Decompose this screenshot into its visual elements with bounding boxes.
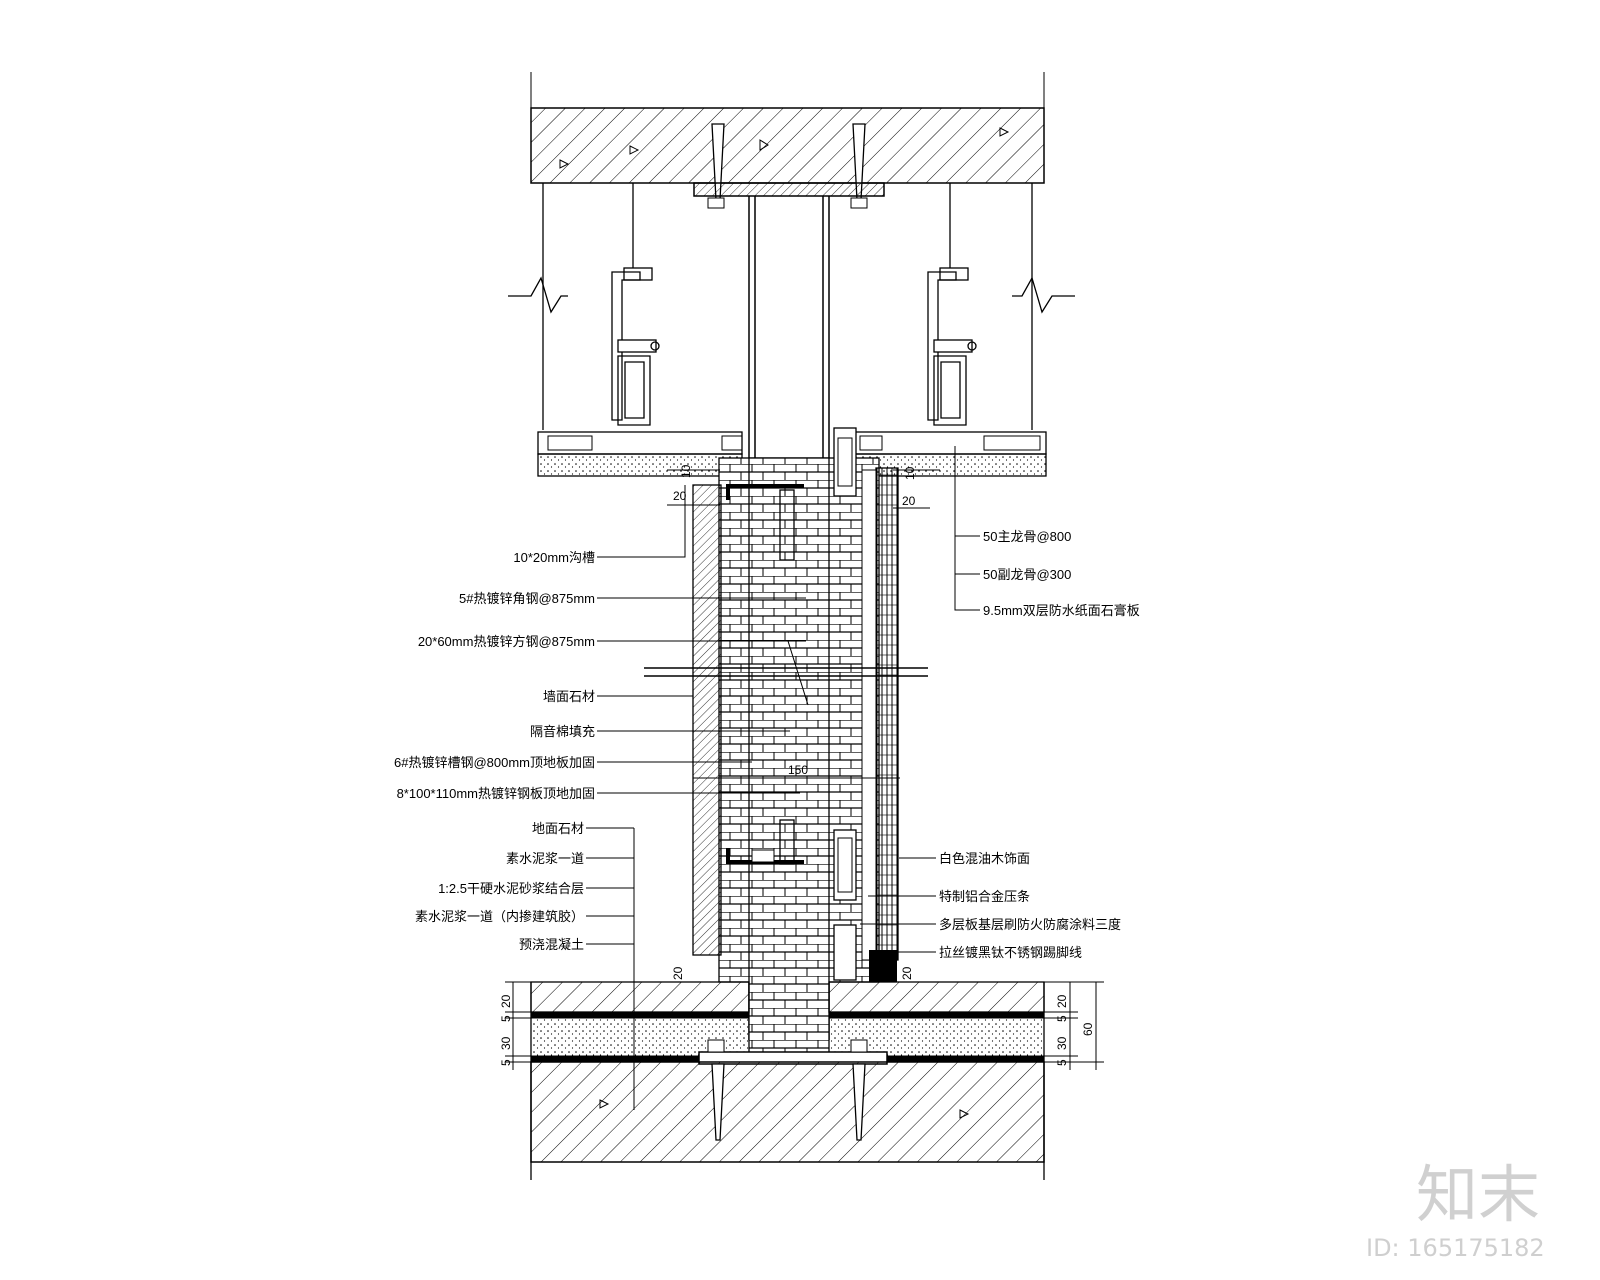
left-label-channel-steel: 6#热镀锌槽钢@800mm顶地板加固 — [394, 755, 595, 770]
right-label-plywood-base: 多层板基层刷防火防腐涂料三度 — [939, 917, 1121, 932]
left-label-floor-stone: 地面石材 — [532, 821, 584, 836]
left-label-cement-slurry: 素水泥浆一道 — [506, 851, 584, 866]
floor-layers — [530, 981, 1045, 1180]
watermark: 知末 ID: 165175182 — [1366, 1158, 1545, 1262]
dim-top-right-20: 20 — [902, 494, 916, 508]
ceiling-keel-left — [542, 183, 660, 430]
right-label-gypsum-board: 9.5mm双层防水纸面石膏板 — [983, 603, 1140, 618]
leader-lines — [586, 446, 980, 1110]
left-label-steel-plate: 8*100*110mm热镀锌钢板顶地加固 — [397, 786, 595, 801]
dim-floor-right-5b: 5 — [1055, 1059, 1069, 1066]
dim-center-150: 150 — [788, 763, 808, 777]
right-label-sub-keel: 50副龙骨@300 — [983, 567, 1071, 582]
dim-floor-right-20: 20 — [1055, 994, 1069, 1008]
dim-top-left-20: 20 — [673, 489, 687, 503]
dim-floor-right-30: 30 — [1055, 1036, 1069, 1050]
dim-floor-left-5b: 5 — [499, 1059, 513, 1066]
right-label-aluminum-strip: 特制铝合金压条 — [939, 889, 1030, 904]
ceiling-keel-right — [927, 183, 1033, 430]
left-label-groove: 10*20mm沟槽 — [513, 550, 595, 565]
right-label-group: 50主龙骨@800 50副龙骨@300 9.5mm双层防水纸面石膏板 白色混油木… — [939, 529, 1140, 960]
watermark-id: ID: 165175182 — [1366, 1234, 1545, 1262]
left-label-mortar-bond: 1:2.5干硬水泥砂浆结合层 — [438, 881, 584, 896]
wall-core — [644, 427, 928, 1059]
right-label-main-keel: 50主龙骨@800 — [983, 529, 1071, 544]
right-label-skirting: 拉丝镀黑钛不锈钢踢脚线 — [939, 945, 1082, 960]
left-label-sound-insulation: 隔音棉填充 — [530, 724, 595, 739]
top-anchor-bolts — [693, 123, 885, 209]
dim-floor-right-5a: 5 — [1055, 1015, 1069, 1022]
dim-floor-left-20: 20 — [499, 994, 513, 1008]
right-label-wood-facing: 白色混油木饰面 — [939, 851, 1030, 866]
left-label-precast-concrete: 预浇混凝土 — [519, 937, 584, 952]
left-label-angle-steel: 5#热镀锌角钢@875mm — [459, 591, 595, 606]
left-label-cement-slurry-glue: 素水泥浆一道（内掺建筑胶） — [415, 909, 584, 924]
left-label-wall-stone: 墙面石材 — [543, 689, 595, 704]
dim-top-right-10: 10 — [903, 466, 917, 480]
left-label-group: 10*20mm沟槽 5#热镀锌角钢@875mm 20*60mm热镀锌方钢@875… — [394, 550, 595, 952]
ceiling-slab — [530, 72, 1045, 184]
dim-top-left-10: 10 — [679, 464, 693, 478]
left-label-square-steel: 20*60mm热镀锌方钢@875mm — [418, 634, 595, 649]
dim-bottom-right-20: 20 — [900, 966, 914, 980]
dim-floor-left-30: 30 — [499, 1036, 513, 1050]
dimension-text-group: 10 20 10 20 150 20 20 20 5 30 5 20 5 30 … — [499, 464, 1095, 1066]
break-marks — [508, 276, 1075, 314]
dim-bottom-left-20: 20 — [671, 966, 685, 980]
watermark-logo: 知末 — [1416, 1158, 1540, 1231]
dim-floor-left-5a: 5 — [499, 1015, 513, 1022]
dimension-lines — [505, 469, 1104, 1070]
dim-floor-total-60: 60 — [1081, 1022, 1095, 1036]
